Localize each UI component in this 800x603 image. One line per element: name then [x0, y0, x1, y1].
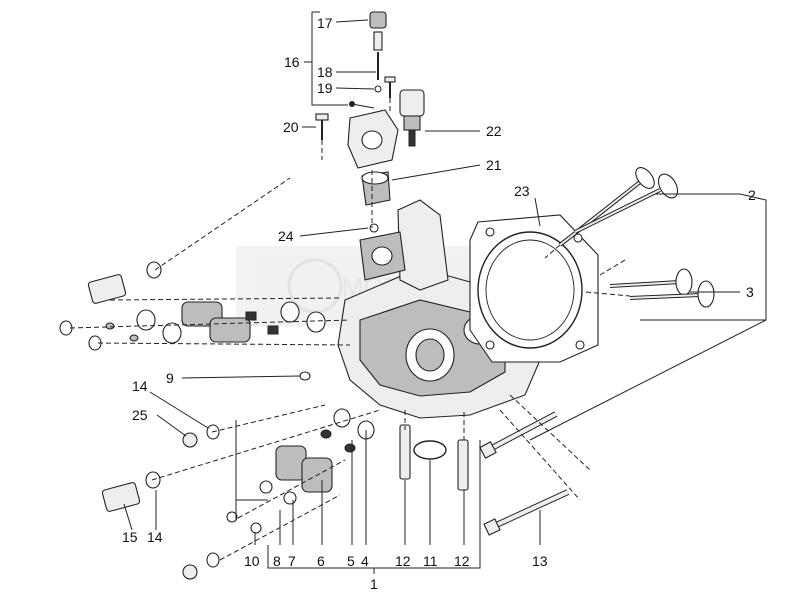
- callout-24: 24: [278, 228, 294, 244]
- thermostat-assembly: [315, 11, 425, 233]
- callout-13: 13: [532, 553, 548, 569]
- callout-14-upper: 14: [132, 378, 148, 394]
- valve-springs-lower: [101, 371, 375, 580]
- studs-and-bolts: [399, 411, 570, 536]
- callout-12-left: 12: [395, 553, 411, 569]
- cylinder-head: [337, 199, 541, 419]
- callout-14-lower: 14: [147, 529, 163, 545]
- assembly-guide-lines: [69, 98, 631, 561]
- callout-4: 4: [361, 553, 369, 569]
- callout-3: 3: [746, 284, 754, 300]
- callout-11: 11: [423, 553, 438, 569]
- callout-20: 20: [283, 119, 299, 135]
- callout-1: 1: [370, 576, 378, 592]
- head-gasket: [469, 214, 599, 363]
- callout-2: 2: [748, 187, 756, 203]
- valve-springs-upper: [59, 261, 326, 351]
- callout-8: 8: [273, 553, 281, 569]
- leader-lines: [123, 11, 767, 574]
- callout-7: 7: [288, 553, 296, 569]
- callout-10: 10: [244, 553, 260, 569]
- callout-23: 23: [514, 183, 530, 199]
- callout-25: 25: [132, 407, 148, 423]
- callout-12-right: 12: [454, 553, 470, 569]
- callout-18: 18: [317, 64, 333, 80]
- callout-22: 22: [486, 123, 502, 139]
- callout-16: 16: [284, 54, 300, 70]
- callout-15: 15: [122, 529, 138, 545]
- callout-labels: 17 16 18 19 20 22 21 23 2 24 3 9 14 25 1…: [122, 15, 756, 592]
- callout-9: 9: [166, 370, 174, 386]
- callout-6: 6: [317, 553, 325, 569]
- callout-5: 5: [347, 553, 355, 569]
- callout-19: 19: [317, 80, 333, 96]
- callout-21: 21: [486, 157, 502, 173]
- callout-17: 17: [317, 15, 333, 31]
- valves: [558, 167, 715, 308]
